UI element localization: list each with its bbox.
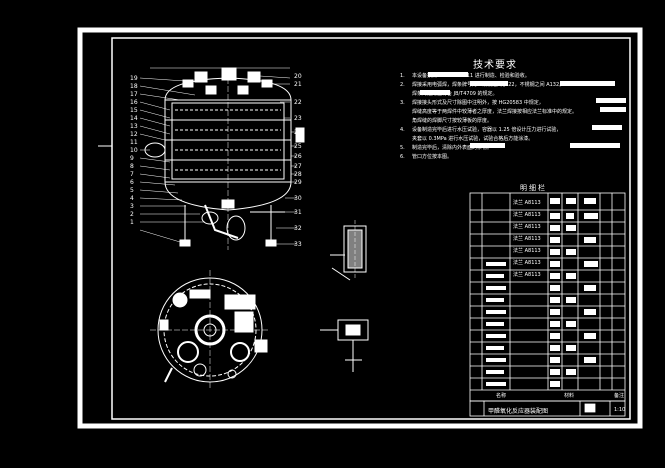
- requirement-line: 5. 制造完毕后，清除内外表面的杂物。: [400, 144, 492, 151]
- table-footer-name: 名称: [496, 393, 507, 399]
- requirement-line: 6. 管口方位按本图。: [400, 153, 452, 160]
- part-number-label: 21: [294, 81, 302, 88]
- table-footer-remark: 备注: [614, 393, 625, 399]
- part-number-label: 6: [130, 179, 134, 186]
- requirement-line: 1. 本设备按照 GB150—2011 进行制造、检验和验收。: [400, 72, 530, 79]
- table-row-label: 法兰 A8113: [513, 200, 541, 206]
- part-number-label: 13: [130, 123, 138, 130]
- part-number-label: 30: [294, 195, 302, 202]
- part-number-label: 11: [130, 139, 138, 146]
- part-number-label: 29: [294, 179, 302, 186]
- leader-lines-right: [259, 75, 296, 245]
- drawing-name: 甲醛氧化反应器装配图: [488, 408, 549, 415]
- part-number-label: 8: [130, 163, 134, 170]
- part-number-label: 16: [130, 99, 138, 106]
- part-number-label: 14: [130, 115, 138, 122]
- part-number-label: 27: [294, 163, 302, 170]
- part-number-label: 25: [294, 143, 302, 150]
- requirement-text: 本设备按照 GB150—2011 进行制造、检验和验收。: [412, 73, 530, 79]
- requirement-number: 1.: [400, 73, 405, 79]
- requirement-text: 设备制造完毕后进行水压试验，容器以 1.25 倍设计压力进行试验，: [412, 127, 562, 133]
- requirement-number: 2.: [400, 82, 405, 88]
- part-number-label: 12: [130, 131, 138, 138]
- detail-view-a: [330, 220, 367, 281]
- part-number-label: 31: [294, 209, 302, 216]
- table-row-label: 法兰 A8113: [513, 260, 541, 266]
- table-footer-material: 材料: [564, 393, 575, 399]
- inner-border: [111, 37, 631, 420]
- requirement-number: 4.: [400, 127, 405, 133]
- table-row-label: 法兰 A8113: [513, 248, 541, 254]
- title-block: [469, 400, 626, 417]
- part-number-label: 28: [294, 171, 302, 178]
- table-title: 明细栏: [520, 184, 547, 192]
- part-number-label: 32: [294, 225, 302, 232]
- requirement-text: 焊缝高度等于两焊件中较薄者之厚度，法兰焊接按相应法兰标准中的规定。: [412, 109, 578, 115]
- part-number-label: 4: [130, 195, 134, 202]
- table-row-label: 法兰 A8113: [513, 236, 541, 242]
- part-number-label: 18: [130, 83, 138, 90]
- requirement-line: 3. 焊接接头形式及尺寸除图中注明外，按 HG20583 中规定，: [400, 99, 544, 106]
- parts-table-fills: [486, 198, 598, 387]
- table-row-label: 法兰 A8113: [513, 272, 541, 278]
- outer-frame: [77, 27, 643, 429]
- requirement-line: 焊条的选用应符合 JB/T4709 的规定。: [400, 90, 498, 97]
- part-number-label: 22: [294, 99, 302, 106]
- vessel-front-view: [144, 67, 305, 250]
- table-row-label: 法兰 A8113: [513, 224, 541, 230]
- requirement-line: 夹套以 0.3MPa 进行水压试验，试验合格后方能涂漆。: [400, 135, 533, 142]
- part-number-label: 2: [130, 211, 134, 218]
- drawing-title: 技术要求: [473, 60, 517, 71]
- part-number-label: 33: [294, 241, 302, 248]
- part-number-label: 1: [130, 219, 134, 226]
- part-number-label: 10: [130, 147, 138, 154]
- part-number-label: 7: [130, 171, 134, 178]
- requirement-text: 角焊缝的焊脚尺寸按较薄板的厚度。: [412, 118, 493, 124]
- detail-view-b: [320, 319, 369, 372]
- requirement-line: 2. 焊接采用电弧焊，焊条牌号为：碳钢之间 J422，不锈钢之间 A132。: [400, 81, 564, 88]
- requirement-text: 焊条的选用应符合 JB/T4709 的规定。: [412, 91, 498, 97]
- part-number-label: 19: [130, 75, 138, 82]
- part-number-label: 5: [130, 187, 134, 194]
- requirement-number: 6.: [400, 154, 405, 160]
- part-number-label: 24: [294, 129, 302, 136]
- requirement-text: 焊接接头形式及尺寸除图中注明外，按 HG20583 中规定，: [412, 100, 544, 106]
- requirement-line: 角焊缝的焊脚尺寸按较薄板的厚度。: [400, 117, 492, 124]
- requirement-text: 夹套以 0.3MPa 进行水压试验，试验合格后方能涂漆。: [412, 136, 534, 142]
- drawing-scale: 1:10: [614, 407, 626, 413]
- part-number-label: 3: [130, 203, 134, 210]
- part-number-label: 15: [130, 107, 138, 114]
- requirement-text: 焊接采用电弧焊，焊条牌号为：碳钢之间 J422，不锈钢之间 A132。: [412, 82, 565, 88]
- requirement-text: 制造完毕后，清除内外表面的杂物。: [412, 145, 493, 151]
- part-number-label: 23: [294, 115, 302, 122]
- part-number-label: 26: [294, 153, 302, 160]
- requirement-line: 4. 设备制造完毕后进行水压试验，容器以 1.25 倍设计压力进行试验，: [400, 126, 561, 133]
- requirement-number: 3.: [400, 100, 405, 106]
- leader-lines-left: [139, 77, 205, 243]
- table-row-label: 法兰 A8113: [513, 212, 541, 218]
- parts-table: [469, 192, 626, 402]
- vessel-top-view: [150, 270, 270, 390]
- requirement-line: 焊缝高度等于两焊件中较薄者之厚度，法兰焊接按相应法兰标准中的规定。: [400, 108, 577, 115]
- part-number-label: 9: [130, 155, 134, 162]
- part-number-label: 17: [130, 91, 138, 98]
- requirement-highlights: [420, 72, 626, 148]
- requirement-text: 管口方位按本图。: [412, 154, 453, 160]
- part-number-label: 20: [294, 73, 302, 80]
- requirement-number: 5.: [400, 145, 405, 151]
